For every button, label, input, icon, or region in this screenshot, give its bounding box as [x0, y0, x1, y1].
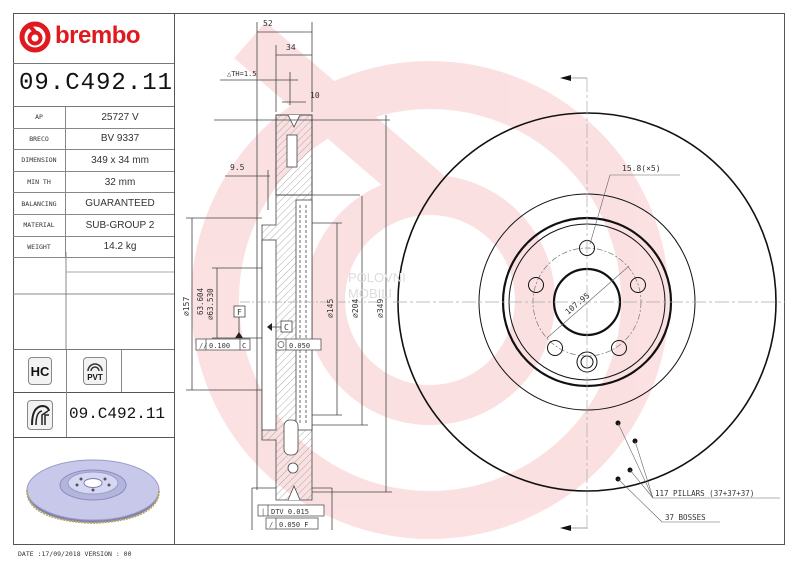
dim-d145: ⌀145: [326, 299, 335, 318]
part-number: 09.C492.11: [19, 70, 174, 97]
revision-footer: DATE :17/09/2018 VERSION : 00: [18, 550, 132, 558]
spec-label: AP: [13, 107, 66, 129]
datum-f-label: F: [237, 308, 242, 317]
disc-profile-icon: [27, 400, 53, 430]
pillars-label: 117 PILLARS (37+37+37): [655, 489, 754, 498]
spec-value: 32 mm: [65, 171, 174, 194]
datum-c-label: C: [284, 323, 289, 332]
spec-value: 25727 V: [65, 107, 174, 129]
brembo-logo-icon: [19, 21, 51, 53]
spec-label: BALANCING: [13, 192, 66, 215]
part-number-secondary: 09.C492.11: [69, 405, 166, 423]
datum-f: F: [233, 305, 246, 338]
hc-label: HC: [31, 364, 50, 379]
tolerance-runout: 0.050: [275, 338, 322, 351]
watermark-line2: MOBILI: [348, 286, 392, 301]
logo-cell: brembo: [13, 13, 174, 64]
tol-flatness-value: 0.100: [209, 342, 230, 350]
spec-value: 14.2 kg: [65, 236, 174, 259]
dim-9-5: 9.5: [230, 163, 245, 172]
part-number-row: 09.C492.11: [13, 391, 174, 438]
datum-c: C: [267, 320, 293, 333]
svg-text:|: |: [261, 508, 265, 516]
spec-value: GUARANTEED: [65, 192, 174, 215]
dim-10: 10: [310, 91, 320, 100]
tol-runout-f-value: 0.050 F: [279, 521, 309, 529]
svg-text:/: /: [269, 521, 273, 529]
dim-52: 52: [263, 19, 273, 28]
section-dimensions: 52 34 △TH=1.5 10 9.5 ⌀157 63.604 ⌀63.530…: [182, 19, 385, 320]
badge-row: HC PVT: [13, 349, 174, 393]
hole-callout: 15.8(×5): [622, 164, 661, 173]
spec-label: DIMENSION: [13, 149, 66, 172]
pcd-label: 107.95: [564, 291, 592, 317]
dim-d204: ⌀204: [351, 299, 360, 318]
spec-label: MATERIAL: [13, 214, 66, 237]
spec-label: MIN TH: [13, 171, 66, 194]
spec-value: 349 x 34 mm: [65, 149, 174, 172]
dim-d157: ⌀157: [182, 297, 191, 316]
brand-name: brembo: [55, 22, 141, 49]
disc-3d-render: [26, 459, 160, 525]
hc-badge-icon: HC: [28, 357, 52, 385]
dim-d349: ⌀349: [376, 299, 385, 318]
part-number-cell: 09.C492.11: [13, 64, 174, 107]
vent-pillars: [615, 420, 780, 523]
spec-label: BRECO: [13, 128, 66, 151]
dim-34: 34: [286, 43, 296, 52]
spec-value: BV 9337: [65, 128, 174, 151]
spec-label: WEIGHT: [13, 236, 66, 259]
bosses-label: 37 BOSSES: [665, 513, 706, 522]
blank-spec-rows: [13, 252, 174, 349]
tolerance-dtv: | DTV 0.015: [257, 504, 325, 517]
tolerance-flatness: // 0.100 C: [195, 338, 251, 351]
tolerance-runout-f: / 0.050 F: [265, 517, 319, 530]
svg-text://: //: [199, 342, 207, 350]
tol-dtv-value: DTV 0.015: [271, 508, 309, 516]
spec-value: SUB-GROUP 2: [65, 214, 174, 237]
watermark-line1: POLOVNI: [348, 270, 406, 285]
dim-bore-min: ⌀63.530: [206, 288, 215, 320]
pvt-badge-icon: PVT: [83, 357, 107, 385]
pvt-label: PVT: [87, 373, 103, 382]
dim-delta-th: △TH=1.5: [227, 70, 257, 78]
dim-bore-max: 63.604: [196, 287, 205, 315]
tol-runout-value: 0.050: [289, 342, 310, 350]
drawing-frame: [13, 13, 785, 545]
tol-flatness-ref: C: [242, 342, 246, 350]
